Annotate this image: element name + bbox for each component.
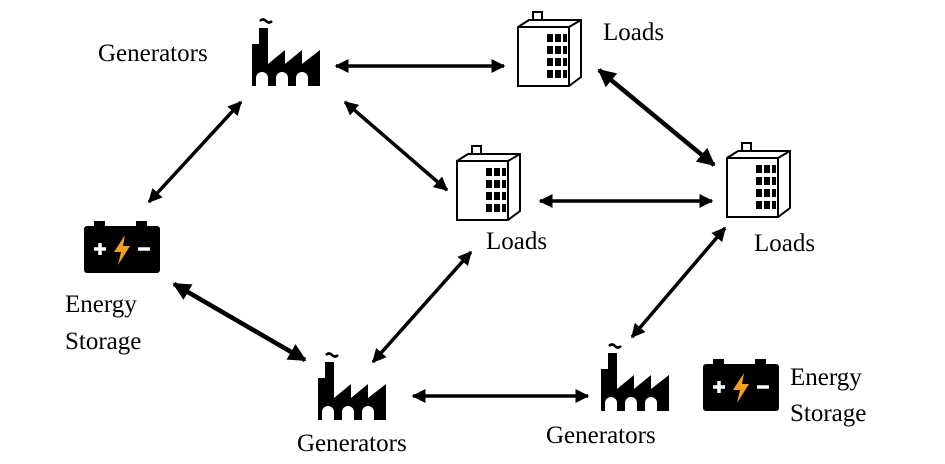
edge-load-top-to-load-right [597, 68, 716, 167]
edge-storage-left-to-gen-bottom-left [172, 282, 307, 362]
label-generators-bottom-left: Generators [297, 430, 407, 457]
label-energy-storage-right-line1: Energy [790, 364, 862, 391]
factory-icon [250, 18, 322, 88]
label-generators-bottom-right: Generators [546, 422, 656, 449]
label-energy-storage-left-line2: Storage [65, 328, 142, 355]
label-energy-storage-left-line1: Energy [65, 291, 137, 318]
edge-load-right-to-gen-bottom-right [630, 226, 727, 339]
battery-icon [82, 219, 162, 275]
edge-load-middle-to-gen-bottom-left [371, 250, 473, 364]
label-loads-right: Loads [754, 230, 816, 257]
edge-gen-top-left-to-storage-left [147, 100, 243, 204]
building-icon [456, 145, 521, 221]
factory-icon [599, 343, 671, 413]
label-energy-storage-right-line2: Storage [790, 400, 867, 427]
building-icon [726, 142, 791, 218]
label-loads-top: Loads [603, 19, 665, 46]
battery-icon [701, 357, 781, 413]
edge-gen-top-left-to-load-middle [343, 100, 449, 192]
label-loads-middle: Loads [486, 228, 548, 255]
label-generators-top-left: Generators [98, 40, 208, 67]
building-icon [517, 11, 582, 87]
factory-icon [316, 352, 388, 422]
